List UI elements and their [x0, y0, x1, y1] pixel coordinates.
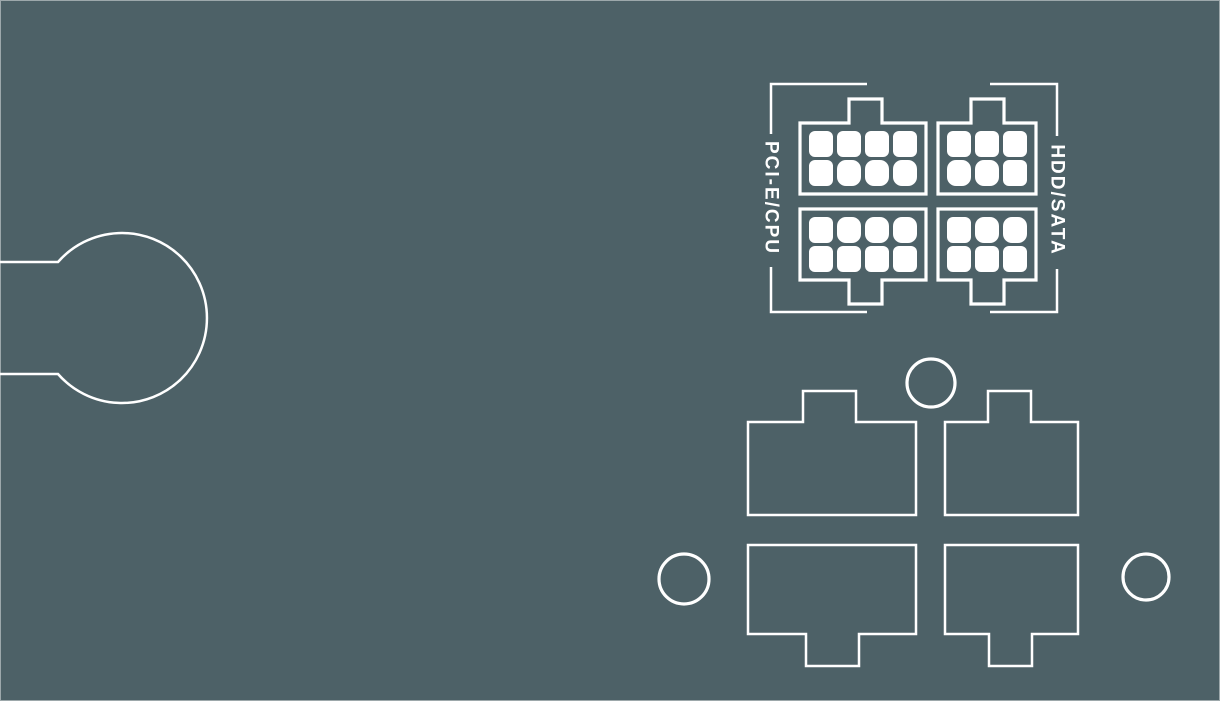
- pin: [893, 246, 917, 272]
- pin: [947, 246, 971, 272]
- pin: [865, 217, 889, 243]
- pin: [1003, 160, 1027, 186]
- pin: [837, 217, 861, 243]
- pcie-cpu-socket-bottom: [798, 207, 928, 306]
- pin: [975, 131, 999, 157]
- pin: [1003, 131, 1027, 157]
- pin: [837, 160, 861, 186]
- pcie-cpu-label: PCI-E/CPU: [761, 141, 782, 255]
- pin: [837, 246, 861, 272]
- pin-grid: [809, 217, 917, 272]
- pin: [809, 160, 833, 186]
- pin: [809, 246, 833, 272]
- hdd-sata-socket-bottom: [936, 207, 1038, 306]
- pin-grid: [809, 131, 917, 186]
- screw-hole-right: [1121, 552, 1171, 602]
- hdd-sata-socket-top: [936, 97, 1038, 196]
- screw-hole-top: [905, 357, 957, 409]
- screw-hole-left: [657, 552, 711, 606]
- pin: [1003, 217, 1027, 243]
- keyhole-cutout: [0, 231, 209, 405]
- socket-outline: [798, 207, 928, 306]
- pin: [865, 131, 889, 157]
- pin: [865, 246, 889, 272]
- connector-opening-bottom-right: [943, 543, 1080, 668]
- pin: [975, 160, 999, 186]
- pin: [893, 131, 917, 157]
- pcie-cpu-socket-top: [798, 97, 928, 196]
- pin: [809, 217, 833, 243]
- pin: [947, 217, 971, 243]
- pin: [975, 217, 999, 243]
- hdd-sata-label: HDD/SATA: [1047, 144, 1068, 255]
- pin: [947, 131, 971, 157]
- hdd-sata-bracket: [990, 82, 1059, 314]
- connector-opening-top-right: [943, 389, 1080, 517]
- pin: [893, 217, 917, 243]
- socket-outline: [936, 97, 1038, 196]
- pin: [837, 131, 861, 157]
- connector-opening-top-left: [746, 389, 918, 517]
- pin: [865, 160, 889, 186]
- pcie-cpu-bracket: [769, 82, 867, 314]
- socket-outline: [798, 97, 928, 196]
- pin: [975, 246, 999, 272]
- pin: [1003, 246, 1027, 272]
- pin: [947, 160, 971, 186]
- pin-grid: [947, 217, 1027, 272]
- connector-opening-bottom-left: [746, 543, 918, 668]
- pin-grid: [947, 131, 1027, 186]
- socket-outline: [936, 207, 1038, 306]
- pin: [893, 160, 917, 186]
- pin: [809, 131, 833, 157]
